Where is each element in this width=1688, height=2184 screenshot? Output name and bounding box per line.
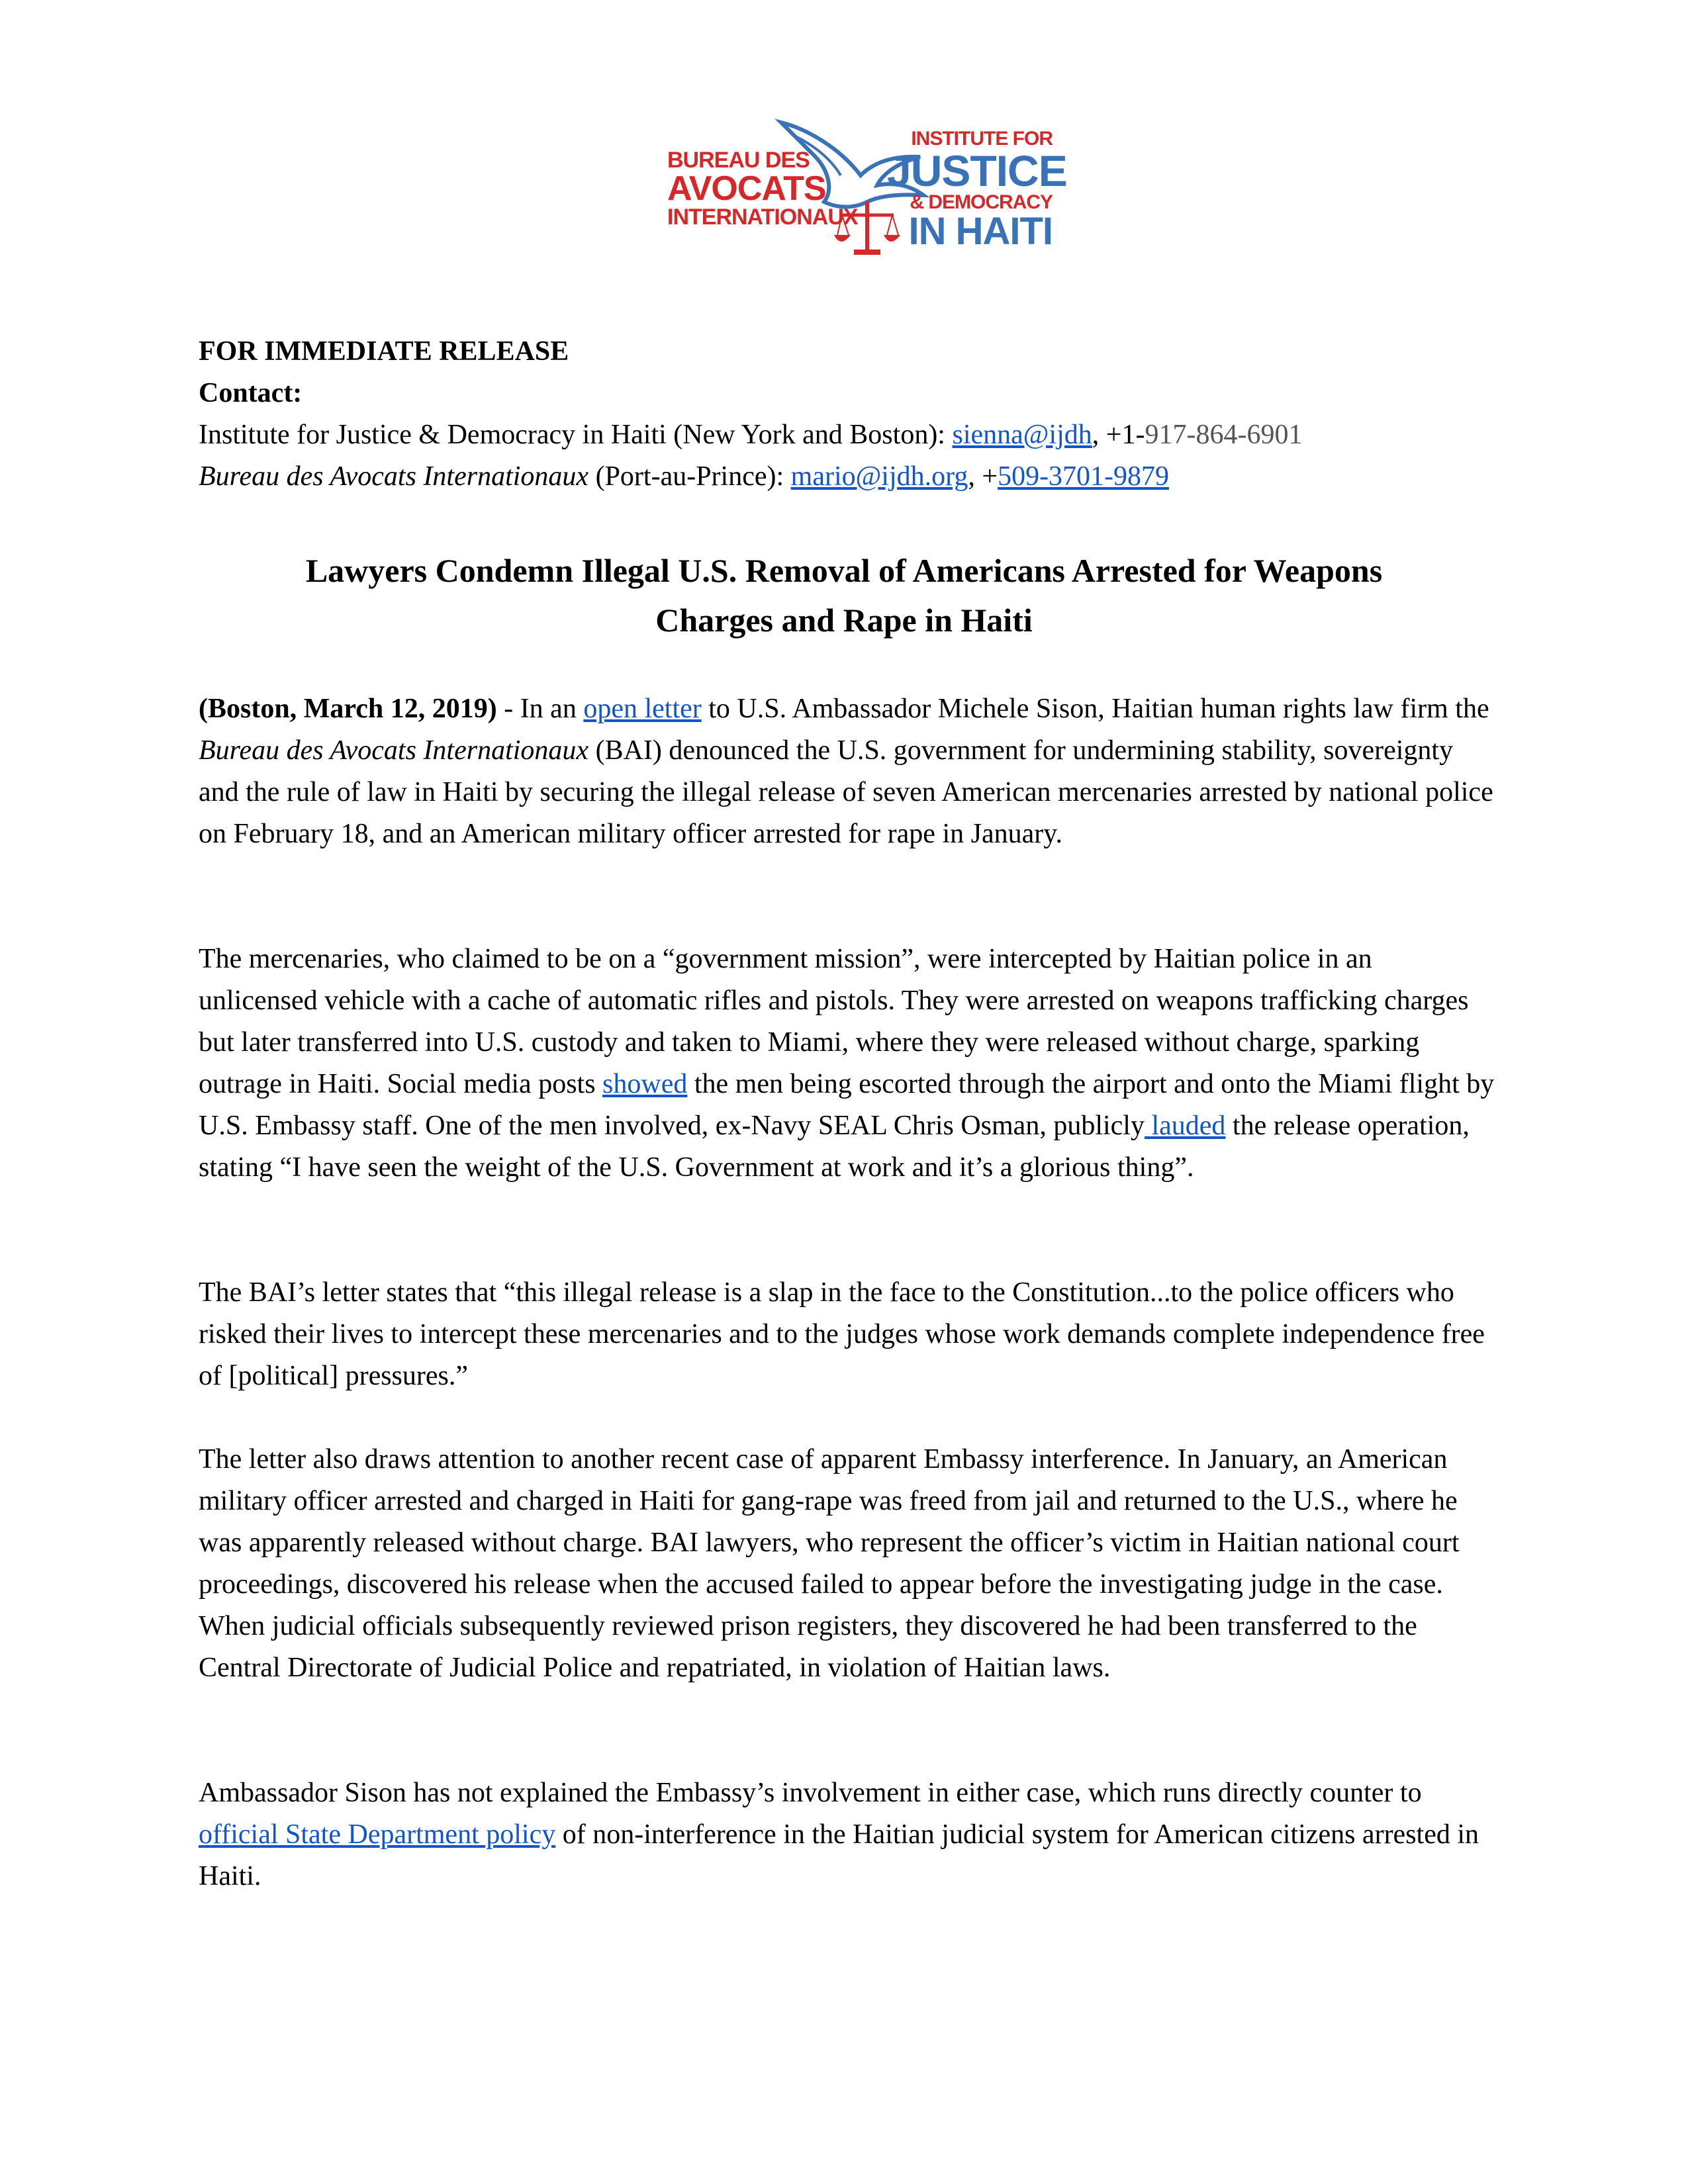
state-department-policy-link[interactable]: official State Department policy	[199, 1819, 556, 1850]
lauded-link[interactable]: lauded	[1144, 1111, 1226, 1141]
open-letter-link[interactable]: open letter	[583, 694, 702, 724]
release-label: FOR IMMEDIATE RELEASE	[199, 336, 569, 367]
contact-bai: Bureau des Avocats Internationaux (Port-…	[199, 461, 1170, 492]
bai-logo-text: BUREAU DES AVOCATS INTERNATIONAUX	[667, 148, 859, 230]
dateline: (Boston, March 12, 2019)	[199, 694, 497, 724]
bai-email-link[interactable]: mario@ijdh.org	[790, 461, 968, 492]
headline: Lawyers Condemn Illegal U.S. Removal of …	[305, 552, 1383, 639]
paragraph-5: Ambassador Sison has not explained the E…	[199, 1778, 1479, 1891]
paragraph-4: The letter also draws attention to anoth…	[199, 1444, 1460, 1683]
bai-phone-link[interactable]: 509-3701-9879	[998, 461, 1170, 492]
ijdh-logo-text: INSTITUTE FOR JUSTICE & DEMOCRACY IN HAI…	[887, 128, 1068, 253]
paragraph-2: The mercenaries, who claimed to be on a …	[199, 944, 1495, 1183]
paragraph-1: (Boston, March 12, 2019) - In an open le…	[199, 694, 1493, 849]
contact-label: Contact:	[199, 378, 303, 408]
showed-link[interactable]: showed	[602, 1069, 688, 1099]
dove-scales-icon	[774, 118, 930, 255]
ijdh-phone: 917-864-6901	[1145, 420, 1303, 450]
ijdh-email-link[interactable]: sienna@ijdh	[952, 420, 1092, 450]
contact-ijdh: Institute for Justice & Democracy in Hai…	[199, 420, 1303, 450]
paragraph-3: The BAI’s letter states that “this illeg…	[199, 1277, 1485, 1391]
organization-logo: BUREAU DES AVOCATS INTERNATIONAUX INSTIT…	[662, 109, 1068, 261]
